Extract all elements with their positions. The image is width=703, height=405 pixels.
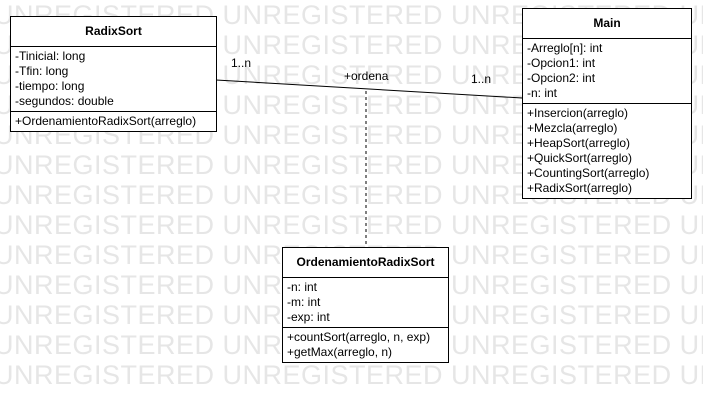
operation: +Insercion(arreglo) (527, 106, 629, 120)
attributes-section: -n: int -m: int -exp: int (283, 278, 448, 328)
association-line[interactable] (215, 79, 523, 99)
class-name: OrdenamientoRadixSort (283, 248, 448, 278)
operation: +getMax(arreglo, n) (287, 345, 393, 359)
operations-section: +Insercion(arreglo) +Mezcla(arreglo) +He… (523, 104, 691, 198)
operations-section: +OrdenamientoRadixSort(arreglo) (11, 112, 216, 131)
class-radixsort[interactable]: RadixSort -Tinicial: long -Tfin: long -t… (10, 16, 217, 132)
class-name: RadixSort (11, 17, 216, 47)
operation: +CountingSort(arreglo) (527, 166, 650, 180)
operation: +QuickSort(arreglo) (527, 151, 633, 165)
attribute: -Tinicial: long (15, 49, 86, 63)
class-ordenamiento-radix-sort[interactable]: OrdenamientoRadixSort -n: int -m: int -e… (282, 247, 449, 363)
operation: +HeapSort(arreglo) (527, 136, 631, 150)
operation: +OrdenamientoRadixSort(arreglo) (15, 114, 197, 128)
attributes-section: -Arreglo[n]: int -Opcion1: int -Opcion2:… (523, 39, 691, 104)
attribute: -n: int (287, 280, 318, 294)
attribute: -segundos: double (15, 94, 114, 108)
attribute: -exp: int (287, 310, 330, 324)
multiplicity-left: 1..n (231, 56, 252, 70)
operations-section: +countSort(arreglo, n, exp) +getMax(arre… (283, 328, 448, 362)
attribute: -Opcion1: int (527, 56, 596, 70)
attribute: -tiempo: long (15, 79, 85, 93)
operation: +RadixSort(arreglo) (527, 181, 633, 195)
operation: +countSort(arreglo, n, exp) (287, 330, 431, 344)
class-name: Main (523, 9, 691, 39)
attribute: -m: int (287, 295, 321, 309)
association-name: +ordena (344, 69, 389, 83)
attributes-section: -Tinicial: long -Tfin: long -tiempo: lon… (11, 47, 216, 112)
attribute: -n: int (527, 86, 558, 100)
attribute: -Arreglo[n]: int (527, 41, 603, 55)
multiplicity-right: 1..n (471, 72, 492, 86)
attribute: -Opcion2: int (527, 71, 596, 85)
attribute: -Tfin: long (15, 64, 69, 78)
operation: +Mezcla(arreglo) (527, 121, 618, 135)
class-main[interactable]: Main -Arreglo[n]: int -Opcion1: int -Opc… (522, 8, 692, 199)
